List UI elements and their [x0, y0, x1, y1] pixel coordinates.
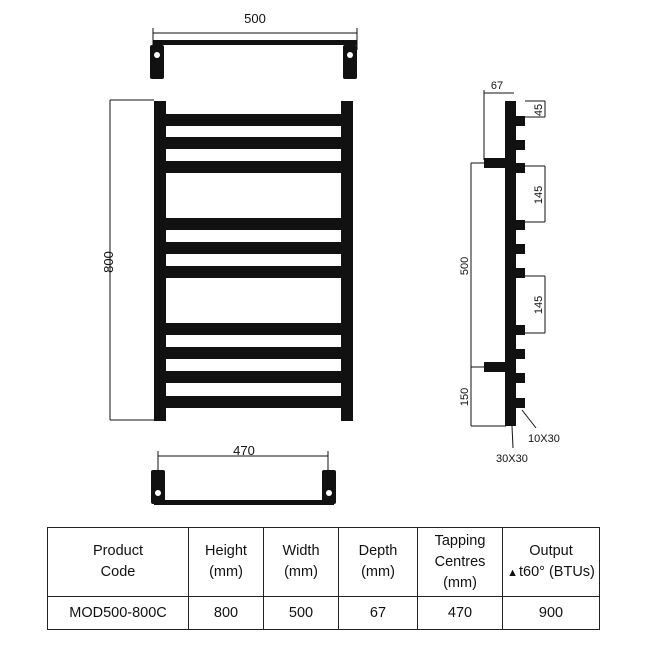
- bottom-left-bracket: [151, 470, 165, 504]
- bar-size-label: 10X30: [528, 433, 560, 445]
- depth-label: 67: [491, 80, 503, 92]
- cell-width: 500: [263, 596, 339, 630]
- top-width-label: 500: [244, 11, 266, 26]
- header-line: Height: [205, 543, 247, 559]
- spec-table: Product Code Height (mm) Width (mm) Dept…: [47, 527, 600, 630]
- upper-wall-bracket: [484, 158, 506, 168]
- header-line-text: t60° (BTUs): [518, 563, 595, 580]
- tube-size-label: 30X30: [496, 453, 528, 465]
- side-bar-ends: [516, 116, 525, 408]
- top-left-bracket: [150, 45, 164, 79]
- cell-tapping-centres: 470: [417, 596, 503, 630]
- side-gap-top-label: 45: [533, 104, 545, 116]
- left-upright: [154, 101, 166, 421]
- header-line: Code: [100, 564, 136, 580]
- spec-table-header: Product Code Height (mm) Width (mm) Dept…: [47, 527, 600, 597]
- bar: [166, 242, 341, 254]
- side-view: 67 45 145 14: [459, 80, 560, 465]
- bar: [166, 266, 341, 278]
- bottom-right-bracket: [322, 470, 336, 504]
- header-depth: Depth (mm): [338, 527, 418, 597]
- header-line: Output: [529, 542, 573, 559]
- table-row: MOD500-800C 800 500 67 470 900: [47, 596, 600, 630]
- lower-wall-bracket: [484, 362, 506, 372]
- header-line: (mm): [209, 564, 243, 580]
- side-gap-mid1-label: 145: [533, 186, 545, 204]
- header-line: (mm): [443, 574, 477, 591]
- tube-size-leader: [511, 425, 514, 449]
- front-view: 800: [101, 99, 353, 421]
- bar: [166, 218, 341, 230]
- header-line: Product: [93, 543, 143, 559]
- side-gap-mid2-label: 145: [533, 296, 545, 314]
- header-line: Width: [282, 543, 320, 559]
- header-width: Width (mm): [263, 527, 339, 597]
- header-line: ▲t60° (BTUs): [505, 562, 597, 584]
- bottom-view: 470: [151, 443, 336, 505]
- header-line: Tapping: [434, 532, 486, 549]
- header-output: Output ▲t60° (BTUs): [502, 527, 600, 597]
- cell-height: 800: [188, 596, 264, 630]
- header-product-code: Product Code: [47, 527, 189, 597]
- cell-product-code: MOD500-800C: [47, 596, 189, 630]
- top-right-bracket: [343, 45, 357, 79]
- side-bottom-offset-label: 150: [459, 388, 471, 406]
- cell-depth: 67: [338, 596, 418, 630]
- towel-bars: [166, 114, 341, 408]
- side-centres-label: 500: [459, 257, 471, 275]
- delta-triangle-icon: ▲: [507, 566, 518, 579]
- header-line: Centres: [434, 553, 486, 570]
- cell-output: 900: [502, 596, 600, 630]
- side-tube: [505, 101, 516, 426]
- header-height: Height (mm): [188, 527, 264, 597]
- bar: [166, 371, 341, 383]
- bar: [166, 114, 341, 126]
- right-upright: [341, 101, 353, 421]
- bar-size-leader: [521, 409, 537, 429]
- header-line: (mm): [284, 564, 318, 580]
- bar: [166, 161, 341, 173]
- bar: [166, 347, 341, 359]
- header-line: (mm): [361, 564, 395, 580]
- bar: [166, 137, 341, 149]
- technical-drawing: 500 800: [101, 11, 560, 505]
- header-tapping-centres: Tapping Centres (mm): [417, 527, 503, 597]
- bottom-rail-bar: [154, 500, 334, 505]
- bar: [166, 323, 341, 335]
- header-line: Depth: [358, 543, 398, 559]
- top-view: 500: [150, 11, 358, 79]
- bottom-width-label: 470: [233, 443, 255, 458]
- height-label: 800: [101, 251, 116, 273]
- top-rail-bar: [153, 40, 357, 45]
- bar: [166, 396, 341, 408]
